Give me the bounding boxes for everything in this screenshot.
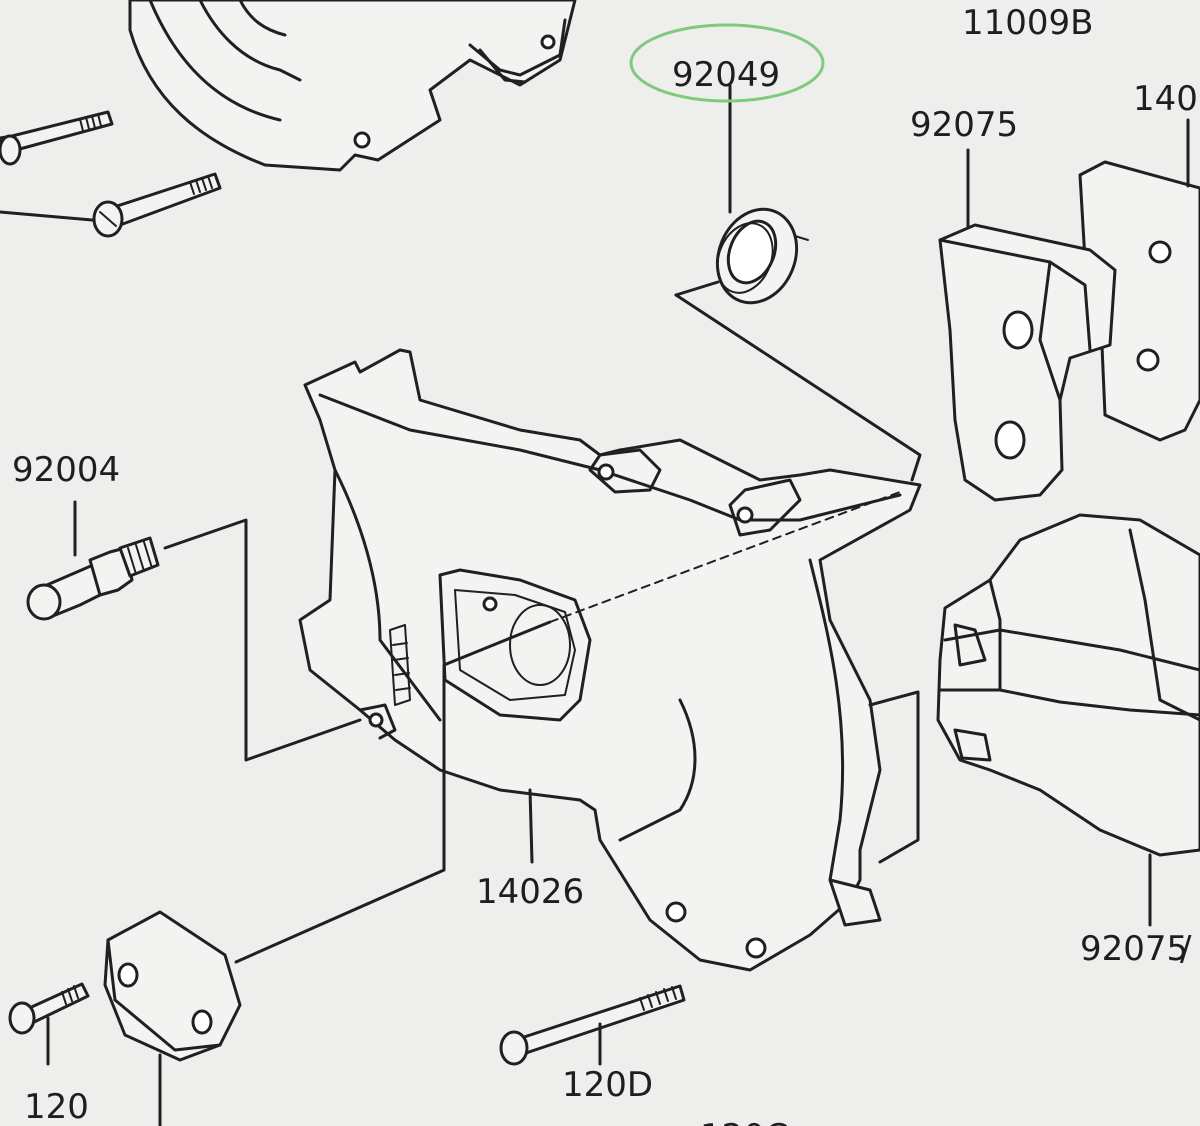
label-140-top: 140: [1133, 79, 1198, 119]
leader-mount: [868, 690, 920, 864]
rubber-mount: [936, 513, 1200, 927]
bolt-120d: [499, 984, 686, 1066]
label-92075: 92075: [910, 105, 1018, 145]
fitting-92004: [26, 500, 160, 621]
leader-plate: [234, 620, 552, 964]
label-120c-partial: 120C: [700, 1117, 789, 1126]
highlight-ellipse: [629, 23, 825, 103]
bolt-120: [8, 982, 90, 1066]
gasket-140: [1078, 118, 1200, 442]
label-92075a-suffix: /: [1180, 929, 1192, 969]
leader-lower-bolt: [0, 210, 94, 222]
label-120: 120: [24, 1087, 89, 1126]
leader-92004: [163, 518, 362, 762]
dashed-alignment-line: [549, 491, 901, 623]
label-11009b: 11009B: [962, 3, 1093, 43]
oil-seal: [674, 82, 922, 482]
flywheel-cover-fragment: [128, 0, 577, 172]
label-14026: 14026: [476, 872, 584, 912]
crankcase-cover: [298, 348, 922, 972]
leader-14026: [528, 788, 534, 864]
bolt-upper-left: [0, 110, 114, 166]
bracket-92075: [938, 148, 1117, 502]
bolt-lower-left: [92, 172, 222, 238]
label-92075a: 92075: [1080, 929, 1188, 969]
label-120d: 120D: [562, 1065, 653, 1105]
label-92049: 92049: [672, 55, 780, 95]
cover-plate: [103, 910, 242, 1126]
label-92004: 92004: [12, 450, 120, 490]
